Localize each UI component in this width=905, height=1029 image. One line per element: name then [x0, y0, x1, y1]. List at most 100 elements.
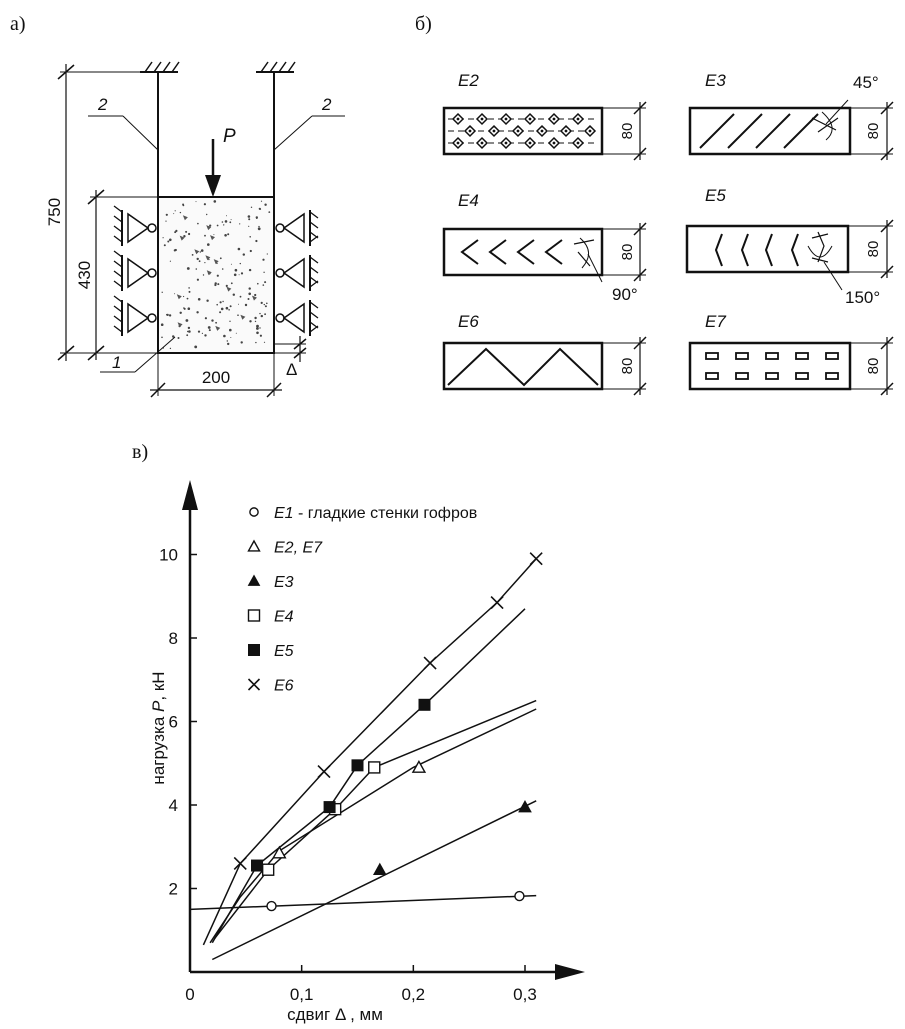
concrete-speck — [260, 200, 263, 202]
leader-2-left — [122, 115, 159, 151]
concrete-speck — [229, 328, 232, 332]
specimen-e3-dim: 80 — [865, 123, 882, 140]
specimen-e5-label: E5 — [705, 186, 726, 205]
concrete-speck — [240, 341, 243, 344]
concrete-speck — [214, 283, 217, 287]
data-point — [233, 856, 247, 871]
concrete-speck — [169, 347, 172, 350]
specimen-e5: E5 150° — [685, 186, 880, 307]
diamond-dot — [528, 141, 532, 145]
concrete-speck — [186, 267, 190, 270]
concrete-speck — [239, 295, 242, 298]
concrete-aggregate — [215, 325, 221, 331]
concrete-speck — [263, 271, 265, 273]
concrete-speck — [264, 313, 266, 316]
concrete-speck — [204, 334, 207, 337]
panel-a: а) P — [10, 13, 345, 398]
concrete-speck — [204, 317, 207, 320]
concrete-speck — [206, 299, 209, 302]
specimen-e2: E2 — [442, 71, 604, 156]
diamond-dot — [456, 117, 460, 121]
concrete-speck — [248, 218, 251, 221]
concrete-speck — [222, 300, 224, 303]
concrete-aggregate — [213, 259, 219, 265]
concrete-speck — [256, 327, 259, 330]
concrete-speck — [166, 313, 168, 316]
slot-hole — [825, 372, 839, 380]
concrete-speck — [187, 330, 189, 333]
concrete-speck — [254, 293, 257, 297]
concrete-speck — [247, 298, 250, 300]
concrete-speck — [188, 287, 190, 289]
diamond-dot — [540, 129, 544, 133]
concrete-speck — [258, 225, 260, 228]
diamond-dot — [588, 129, 592, 133]
concrete-speck — [169, 238, 172, 242]
load-arrow — [205, 139, 221, 197]
specimen-e4-label: E4 — [458, 191, 479, 210]
legend-label: E6 — [274, 678, 294, 695]
concrete-speck — [165, 213, 168, 216]
concrete-speck — [225, 284, 228, 287]
concrete-speck — [223, 334, 226, 338]
data-point — [372, 862, 387, 876]
concrete-speck — [258, 207, 261, 210]
concrete-speck — [219, 301, 222, 304]
circle-marker — [249, 507, 259, 517]
diamond-dot — [468, 129, 472, 133]
concrete-speck — [238, 303, 239, 305]
concrete-speck — [221, 221, 224, 223]
concrete-speck — [220, 307, 224, 311]
top-support-left — [140, 61, 180, 73]
concrete-aggregate — [206, 225, 212, 231]
concrete-aggregate — [176, 294, 182, 300]
concrete-speck — [187, 326, 191, 330]
concrete-speck — [255, 341, 257, 344]
concrete-speck — [208, 258, 210, 261]
concrete-aggregate — [209, 235, 215, 241]
data-point — [490, 595, 504, 610]
concrete-speck — [239, 262, 241, 265]
concrete-aggregate — [194, 249, 200, 255]
concrete-speck — [183, 295, 185, 298]
concrete-speck — [250, 206, 253, 208]
slot-hole — [795, 372, 809, 380]
data-point — [251, 859, 264, 872]
concrete-speck — [229, 221, 232, 224]
series-points — [233, 552, 543, 912]
top-support-right — [256, 61, 296, 73]
x-axis-arrow — [555, 964, 585, 980]
specimen-e2-pattern — [448, 112, 598, 150]
concrete-speck — [197, 222, 199, 225]
concrete-speck — [248, 292, 251, 296]
concrete-speck — [169, 260, 171, 262]
concrete-speck — [209, 224, 212, 227]
concrete-speck — [174, 210, 176, 212]
concrete-speck — [188, 330, 191, 333]
concrete-speck — [161, 291, 163, 293]
concrete-speck — [207, 326, 211, 329]
data-point — [368, 761, 381, 774]
concrete-speck — [202, 274, 205, 276]
concrete-speck — [247, 215, 251, 218]
displacement-marker — [274, 336, 307, 362]
concrete-speck — [249, 320, 252, 323]
concrete-speck — [194, 345, 198, 349]
data-point — [529, 552, 543, 566]
data-point — [272, 845, 287, 859]
series-line — [202, 558, 537, 946]
concrete-speck — [260, 301, 263, 304]
concrete-speck — [257, 227, 261, 231]
concrete-speck — [199, 251, 201, 253]
slot-hole — [765, 352, 779, 360]
concrete-speck — [203, 203, 206, 206]
concrete-speck — [186, 334, 189, 337]
concrete-speck — [254, 316, 257, 320]
concrete-speck — [207, 243, 210, 246]
diamond-dot — [552, 117, 556, 121]
concrete-speck — [229, 305, 232, 308]
concrete-speck — [183, 307, 185, 309]
marker-2-left: 2 — [97, 95, 108, 114]
